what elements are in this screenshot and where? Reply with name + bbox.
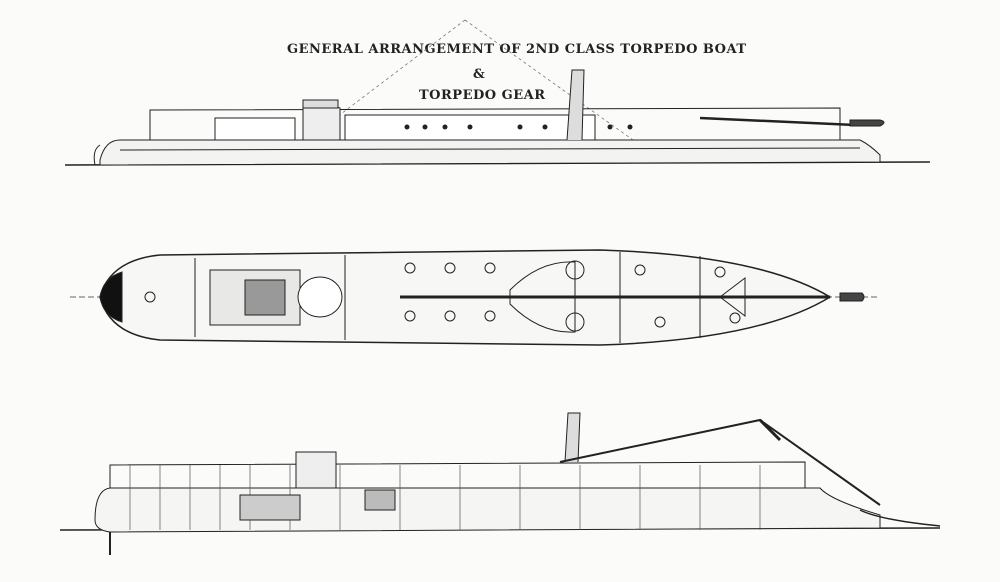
title-line-1: GENERAL ARRANGEMENT OF 2ND CLASS TORPEDO… [287,42,747,57]
title-line-3: TORPEDO GEAR [419,88,546,103]
deck-plan-view [70,249,880,346]
construction-lines [299,19,641,146]
side-elevation-view [64,69,931,166]
title-line-2: & [473,67,486,82]
inboard-profile-view [59,412,941,555]
